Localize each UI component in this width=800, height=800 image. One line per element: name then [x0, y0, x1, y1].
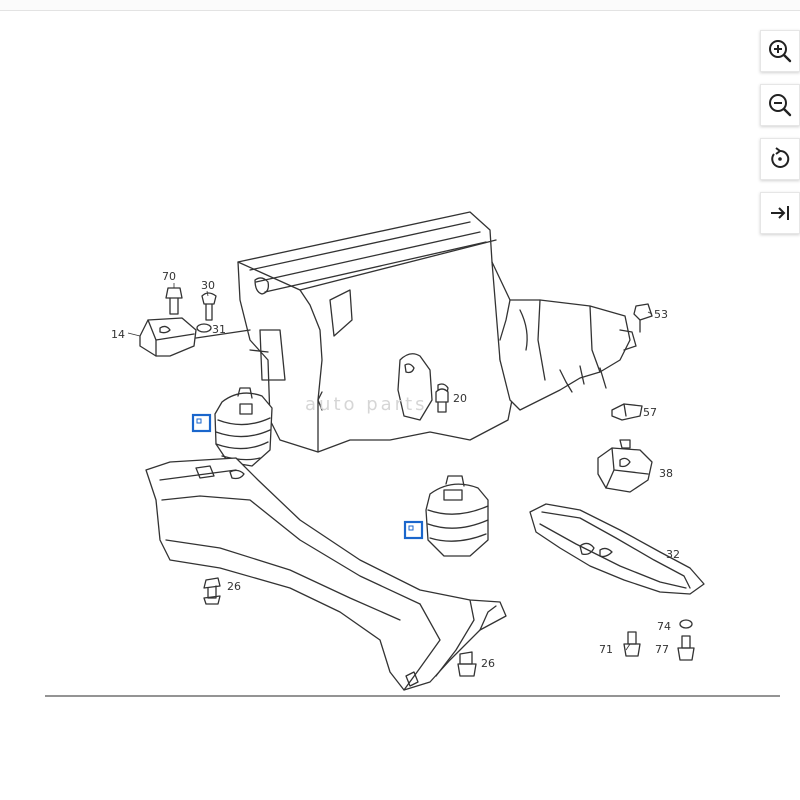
- callout-32[interactable]: 32: [666, 548, 680, 561]
- zoom-out-icon: [769, 94, 792, 117]
- reset-rotate-button[interactable]: [760, 138, 800, 180]
- callout-20[interactable]: 20: [453, 392, 467, 405]
- zoom-toolbar: [760, 30, 800, 246]
- callout-31[interactable]: 31: [212, 323, 226, 336]
- watermark-text: auto parts: [305, 394, 428, 415]
- callout-71[interactable]: 71: [599, 643, 613, 656]
- transmission-mount-38: [597, 439, 653, 493]
- top-border: [0, 0, 800, 11]
- callout-30[interactable]: 30: [201, 279, 215, 292]
- transmission-crossmember-32: [529, 503, 705, 595]
- callout-14[interactable]: 14: [111, 328, 125, 341]
- callout-26-left[interactable]: 26: [227, 580, 241, 593]
- bolt-26-left: [203, 577, 221, 605]
- bolts-71-77-74: [623, 619, 695, 661]
- zoom-in-button[interactable]: [760, 30, 800, 72]
- nut-53: [633, 303, 653, 333]
- transmission: [491, 261, 637, 411]
- zoom-out-button[interactable]: [760, 84, 800, 126]
- hotspot-left-mark: [196, 418, 202, 424]
- callout-53[interactable]: 53: [654, 308, 668, 321]
- callout-70[interactable]: 70: [162, 270, 176, 283]
- left-engine-mount: [214, 387, 273, 467]
- expand-button[interactable]: [760, 192, 800, 234]
- callout-38[interactable]: 38: [659, 467, 673, 480]
- zoom-in-icon: [769, 40, 792, 63]
- engine-block: [237, 211, 513, 453]
- right-engine-mount: [425, 475, 489, 557]
- bolt-26-right: [457, 651, 477, 677]
- callout-57[interactable]: 57: [643, 406, 657, 419]
- bracket-14: [139, 317, 251, 357]
- front-crossmember: [145, 457, 507, 691]
- bolts-70-30-31: [165, 287, 217, 333]
- arrow-to-right-icon: [771, 206, 789, 220]
- callout-26-right[interactable]: 26: [481, 657, 495, 670]
- hotspot-right-mark: [408, 525, 414, 531]
- rotate-reset-icon: [771, 147, 790, 168]
- clip-57: [611, 403, 643, 421]
- callout-74[interactable]: 74: [657, 620, 671, 633]
- bolt-20: [435, 388, 449, 413]
- callout-77[interactable]: 77: [655, 643, 669, 656]
